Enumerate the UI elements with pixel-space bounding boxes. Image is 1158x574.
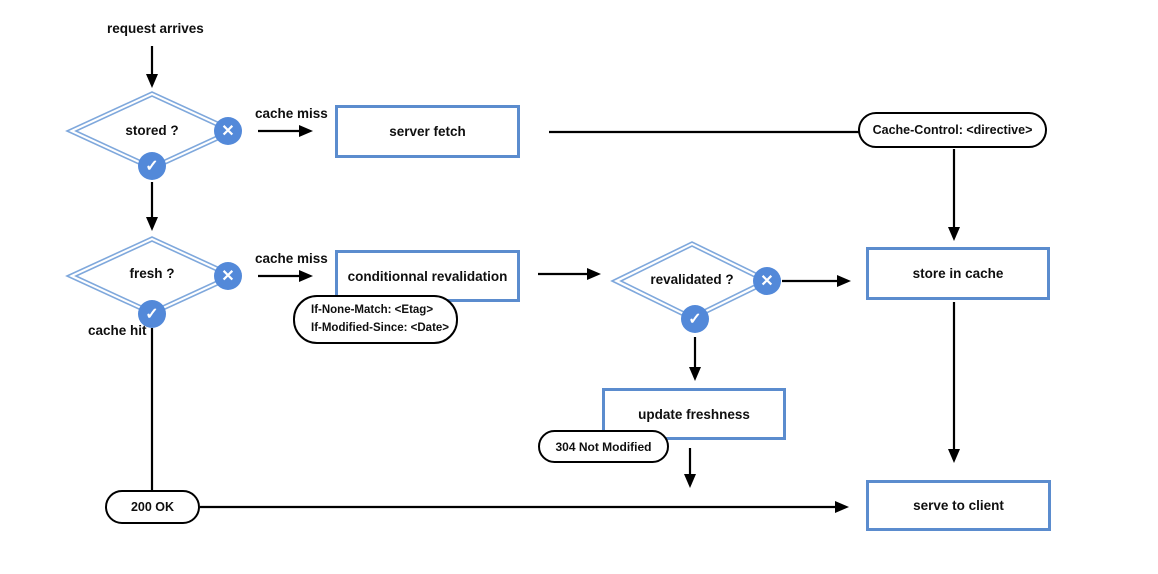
fresh-yes-badge: ✓	[138, 300, 166, 328]
edge-label-cache-miss-stored: cache miss	[255, 106, 328, 121]
check-icon: ✓	[145, 158, 159, 175]
process-conditional-revalidation-label: conditionnal revalidation	[347, 268, 508, 284]
stored-decision-label: stored ?	[125, 123, 179, 138]
annotation-if-none-match-label: If-None-Match: <Etag>	[311, 303, 434, 316]
fresh-decision-label: fresh ?	[129, 266, 175, 281]
start-label: request arrives	[107, 21, 204, 36]
process-serve-to-client: serve to client	[866, 480, 1051, 531]
annotation-200-ok: 200 OK	[105, 490, 200, 524]
fresh-no-badge: ✕	[214, 262, 242, 290]
cross-icon: ✕	[221, 123, 235, 140]
check-icon: ✓	[688, 311, 702, 328]
cross-icon: ✕	[221, 268, 235, 285]
annotation-cache-control-label: Cache-Control: <directive>	[872, 123, 1033, 137]
revalidated-decision-label: revalidated ?	[650, 272, 734, 287]
annotation-if-modified-since-label: If-Modified-Since: <Date>	[311, 321, 450, 334]
annotation-304-not-modified: 304 Not Modified	[538, 430, 669, 463]
stored-no-badge: ✕	[214, 117, 242, 145]
annotation-304-not-modified-label: 304 Not Modified	[555, 439, 652, 454]
stored-yes-badge: ✓	[138, 152, 166, 180]
process-store-in-cache: store in cache	[866, 247, 1050, 300]
process-conditional-revalidation: conditionnal revalidation	[335, 250, 520, 302]
process-update-freshness-label: update freshness	[638, 406, 750, 422]
revalidated-no-badge: ✕	[753, 267, 781, 295]
annotation-cache-control: Cache-Control: <directive>	[858, 112, 1047, 148]
process-serve-to-client-label: serve to client	[913, 498, 1004, 513]
process-server-fetch: server fetch	[335, 105, 520, 158]
revalidated-yes-badge: ✓	[681, 305, 709, 333]
edge-label-cache-hit: cache hit	[88, 323, 147, 338]
annotation-conditional-headers: If-None-Match: <Etag> If-Modified-Since:…	[293, 295, 458, 344]
cross-icon: ✕	[760, 273, 774, 290]
check-icon: ✓	[145, 306, 159, 323]
annotation-200-ok-label: 200 OK	[130, 500, 175, 514]
process-server-fetch-label: server fetch	[389, 124, 466, 139]
process-store-in-cache-label: store in cache	[912, 266, 1004, 281]
edge-label-cache-miss-fresh: cache miss	[255, 251, 328, 266]
